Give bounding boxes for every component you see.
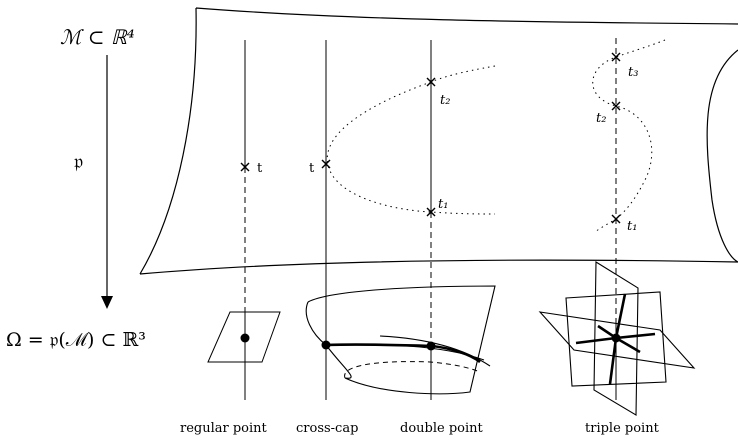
t-regular-label: t	[257, 161, 263, 176]
t2-triple-label: t₂	[596, 111, 606, 126]
t2-double-label: t₂	[440, 93, 450, 108]
double-t2-cross	[426, 77, 436, 87]
double-t1-cross	[426, 207, 436, 217]
crosscap-singular-line	[325, 343, 481, 364]
image-label: Ω = 𝔭(ℳ) ⊂ ℝ³	[6, 329, 146, 351]
caption-regular-point: regular point	[180, 421, 268, 436]
t1-triple-label: t₁	[627, 219, 637, 234]
double-point-dot	[426, 341, 436, 351]
regular-point-dot	[240, 333, 250, 343]
caption-triple-point: triple point	[585, 421, 660, 436]
t1-double-label: t₁	[438, 197, 448, 212]
crosscap-surface	[305, 285, 496, 395]
double-dotted-curve	[326, 65, 496, 215]
crosscap-hidden-curve	[344, 361, 481, 379]
manifold-sheet	[139, 7, 738, 275]
triple-t3-cross	[611, 52, 621, 62]
triple-point-dot	[611, 333, 621, 343]
triple-t2-cross	[611, 101, 621, 111]
regular-cross-marker	[240, 162, 250, 172]
triple-t1-cross	[611, 214, 621, 224]
manifold-label: ℳ ⊂ ℝ⁴	[60, 25, 135, 49]
caption-double-point: double point	[400, 421, 484, 436]
projection-arrowhead	[101, 296, 113, 309]
projection-label: 𝔭	[74, 149, 83, 173]
t-crosscap-label: t	[309, 161, 315, 176]
t3-triple-label: t₃	[628, 65, 638, 80]
caption-cross-cap: cross-cap	[296, 421, 358, 436]
regular-tangent-plane	[207, 311, 281, 363]
crosscap-point-dot	[321, 340, 331, 350]
